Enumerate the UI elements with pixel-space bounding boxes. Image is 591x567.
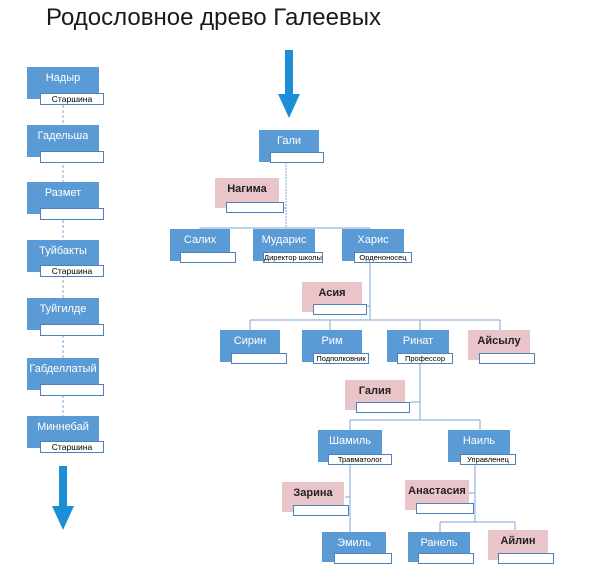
person-name: Надыр — [45, 72, 81, 84]
person-name: Гали — [276, 135, 302, 147]
spouse-node-galiya: Галия — [345, 380, 405, 410]
person-name: Мударис — [261, 234, 307, 246]
person-note — [226, 202, 284, 213]
person-name: Гадельша — [37, 130, 89, 142]
person-note — [40, 151, 104, 163]
person-note: Директор школы — [263, 252, 323, 263]
person-note — [40, 384, 104, 396]
person-note: Профессор — [397, 353, 453, 364]
person-note — [418, 553, 474, 564]
down-arrow-icon — [52, 466, 74, 530]
person-name: Рим — [321, 335, 343, 347]
person-note — [356, 402, 410, 413]
person-name: Салих — [183, 234, 217, 246]
person-name: Шамиль — [328, 435, 372, 447]
person-name: Габделлатый — [29, 363, 97, 375]
person-name: Ринат — [402, 335, 434, 347]
person-name: Асия — [318, 287, 346, 299]
person-note — [40, 208, 104, 220]
person-note — [416, 503, 474, 514]
person-note — [313, 304, 367, 315]
person-note: Старшина — [40, 93, 104, 105]
down-arrow-icon — [278, 50, 300, 118]
person-note: Орденоносец — [354, 252, 412, 263]
person-name: Айлин — [500, 535, 536, 547]
person-note: Старшина — [40, 265, 104, 277]
person-note: Управленец — [460, 454, 516, 465]
person-note — [334, 553, 392, 564]
page-title: Родословное древо Галеевых — [46, 4, 382, 31]
person-note — [270, 152, 324, 163]
person-name: Анастасия — [408, 485, 466, 497]
person-note — [180, 252, 236, 263]
person-note — [231, 353, 287, 364]
person-name: Эмиль — [337, 537, 371, 549]
person-note — [40, 324, 104, 336]
person-name: Размет — [44, 187, 82, 199]
person-note — [498, 553, 554, 564]
person-name: Айсылу — [477, 335, 521, 347]
person-note — [293, 505, 349, 516]
person-name: Харис — [357, 234, 389, 246]
person-note: Травматолог — [328, 454, 392, 465]
person-name: Туйгилде — [39, 303, 87, 315]
person-name: Ранель — [420, 537, 458, 549]
person-note: Подполковник — [313, 353, 369, 364]
person-note — [479, 353, 535, 364]
person-note: Старшина — [40, 441, 104, 453]
person-name: Галия — [358, 385, 392, 397]
person-name: Сирин — [233, 335, 267, 347]
person-name: Миннебай — [37, 421, 89, 433]
person-name: Зарина — [293, 487, 333, 499]
person-name: Наиль — [462, 435, 496, 447]
person-name: Нагима — [227, 183, 267, 195]
person-name: Туйбакты — [39, 245, 87, 257]
